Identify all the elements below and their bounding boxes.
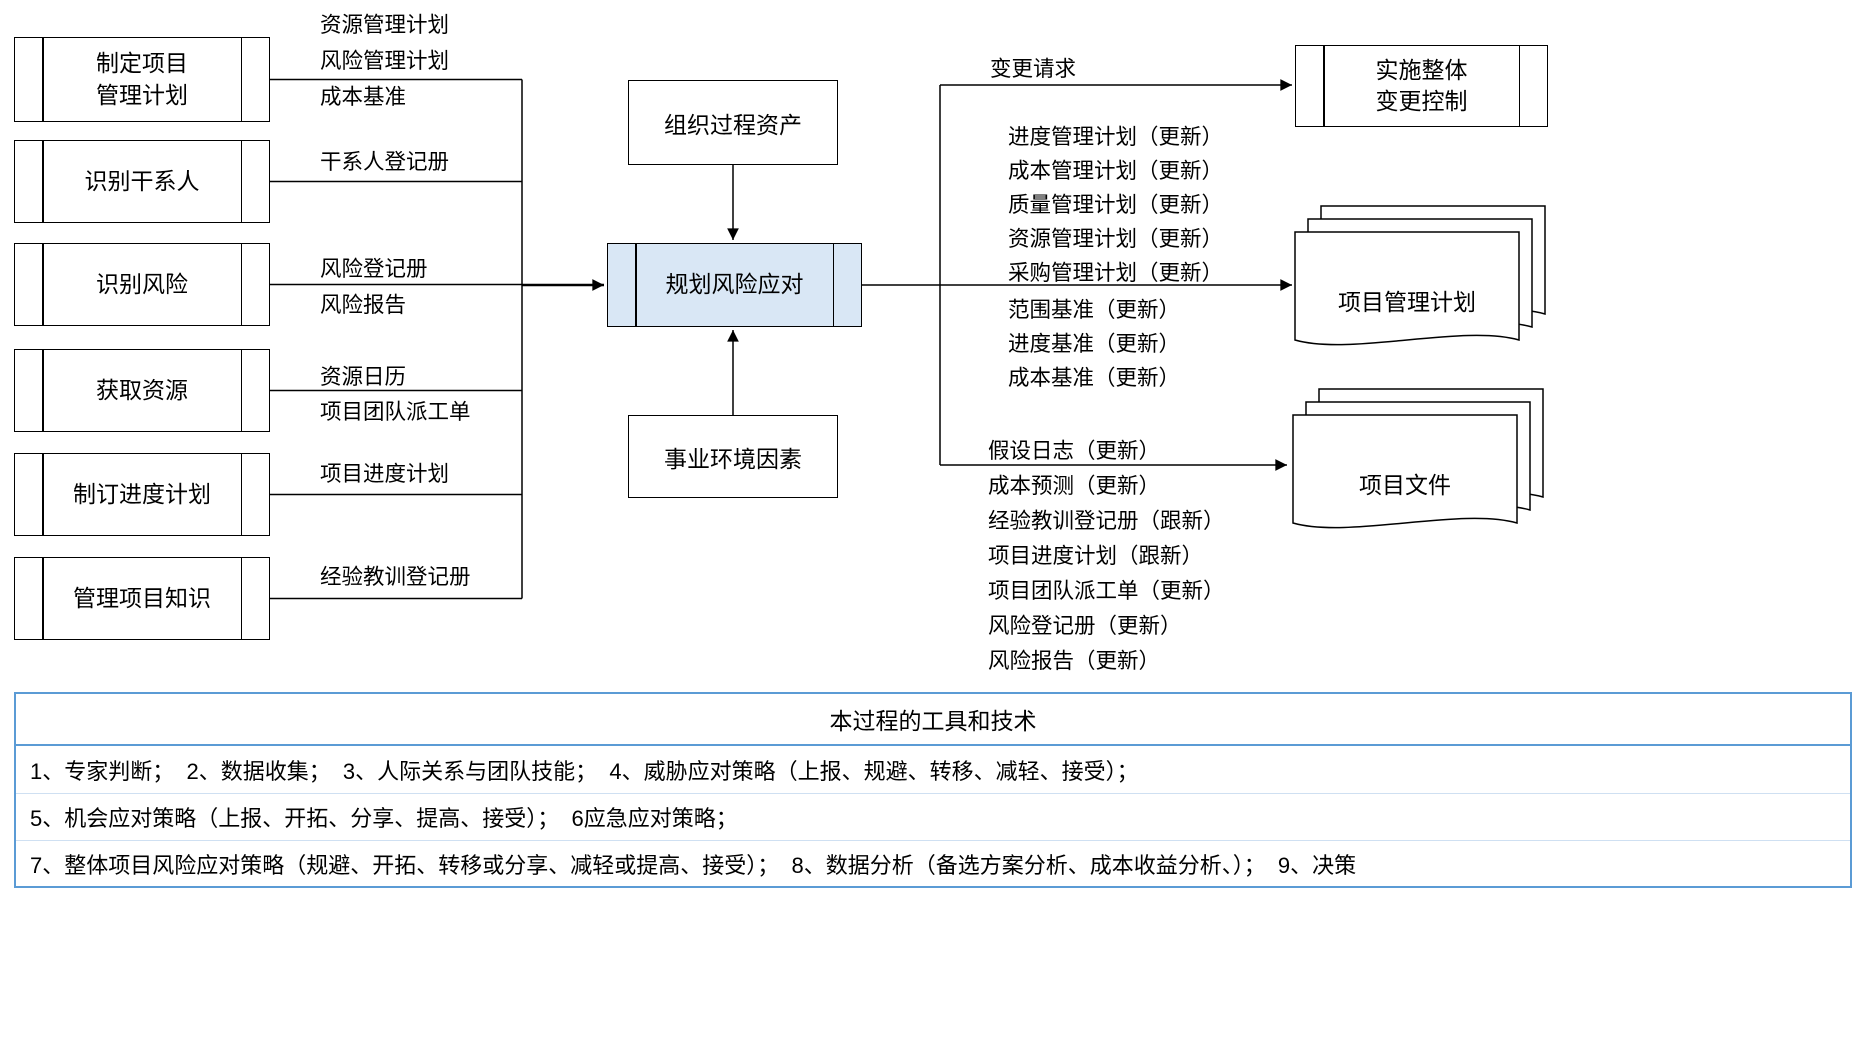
input-box-label: 获取资源 <box>96 376 188 403</box>
output-connectors <box>862 79 1292 471</box>
list-item: 成本预测（更新） <box>988 474 1161 498</box>
artifact-label: 风险管理计划 <box>320 49 450 73</box>
artifact-label: 项目进度计划 <box>320 462 450 486</box>
pm-plan-document-icon <box>1294 205 1546 346</box>
input-box-develop-pm-plan: 制定项目 管理计划 <box>14 37 270 122</box>
pm-plan-document-label: 项目管理计划 <box>1338 289 1476 315</box>
input-box-label: 制订进度计划 <box>73 480 211 507</box>
artifact-label: 经验教训登记册 <box>320 565 471 589</box>
project-docs-document-icon <box>1292 388 1544 529</box>
artifact-label: 风险报告 <box>320 293 407 317</box>
output-box-perform-integrated-change-control: 实施整体 变更控制 <box>1295 45 1548 127</box>
input-box-label: 制定项目 管理计划 <box>96 50 188 108</box>
input-connectors <box>270 78 523 600</box>
list-item: 资源管理计划（更新） <box>1008 226 1224 251</box>
input-box-label: 识别干系人 <box>84 167 200 194</box>
artifact-label: 项目团队派工单 <box>320 400 471 424</box>
input-box-identify-stakeholders: 识别干系人 <box>14 140 270 223</box>
input-box-identify-risks: 识别风险 <box>14 243 270 326</box>
input-box-label: 管理项目知识 <box>73 584 211 611</box>
list-item: 风险登记册（更新） <box>988 614 1182 638</box>
list-item: 经验教训登记册（跟新） <box>988 509 1225 533</box>
list-item: 采购管理计划（更新） <box>1008 260 1224 285</box>
list-item: 范围基准（更新） <box>1008 297 1181 322</box>
artifact-label: 风险登记册 <box>320 257 428 281</box>
process-box-plan-risk-responses: 规划风险应对 <box>607 243 862 327</box>
context-box-label: 组织过程资产 <box>664 111 802 138</box>
input-box-acquire-resources: 获取资源 <box>14 349 270 432</box>
artifact-label: 资源日历 <box>320 365 407 389</box>
project-docs-document-label: 项目文件 <box>1359 472 1451 498</box>
context-box-organizational-process-assets: 组织过程资产 <box>628 80 838 165</box>
change-request-label: 变更请求 <box>990 57 1077 81</box>
project-doc-updates-list: 假设日志（更新） 成本预测（更新） 经验教训登记册（跟新） 项目进度计划（跟新）… <box>988 432 1225 677</box>
tools-table: 本过程的工具和技术 1、专家判断； 2、数据收集； 3、人际关系与团队技能； 4… <box>14 692 1852 888</box>
tools-row-2: 5、机会应对策略（上报、开拓、分享、提高、接受）； 6应急应对策略； <box>16 793 1850 840</box>
artifact-label: 成本基准 <box>320 85 407 109</box>
list-item: 成本基准（更新） <box>1008 365 1181 390</box>
tools-row-1: 1、专家判断； 2、数据收集； 3、人际关系与团队技能； 4、威胁应对策略（上报… <box>30 758 1139 784</box>
process-box-label: 规划风险应对 <box>665 271 804 298</box>
list-item: 进度基准（更新） <box>1008 331 1181 356</box>
tools-row-3: 7、整体项目风险应对策略（规避、开拓、转移或分享、减轻或提高、接受）； 8、数据… <box>16 840 1850 887</box>
context-box-enterprise-environmental-factors: 事业环境因素 <box>628 415 838 498</box>
list-item: 进度管理计划（更新） <box>1008 124 1224 149</box>
context-box-label: 事业环境因素 <box>664 445 802 472</box>
pm-plan-updates-list: 进度管理计划（更新） 成本管理计划（更新） 质量管理计划（更新） 资源管理计划（… <box>1008 118 1223 393</box>
list-item: 项目团队派工单（更新） <box>988 579 1225 603</box>
tools-table-title: 本过程的工具和技术 <box>16 694 1850 746</box>
list-item: 质量管理计划（更新） <box>1008 192 1224 217</box>
input-box-manage-knowledge: 管理项目知识 <box>14 557 270 640</box>
input-box-develop-schedule: 制订进度计划 <box>14 453 270 536</box>
list-item: 风险报告（更新） <box>988 649 1161 673</box>
list-item: 成本管理计划（更新） <box>1008 158 1224 183</box>
output-box-label: 实施整体 变更控制 <box>1375 56 1468 114</box>
input-box-label: 识别风险 <box>96 270 188 297</box>
process-arrows <box>522 165 739 415</box>
artifact-label: 资源管理计划 <box>320 13 450 37</box>
list-item: 项目进度计划（跟新） <box>988 544 1204 568</box>
list-item: 假设日志（更新） <box>988 439 1161 463</box>
artifact-label: 干系人登记册 <box>320 150 450 174</box>
